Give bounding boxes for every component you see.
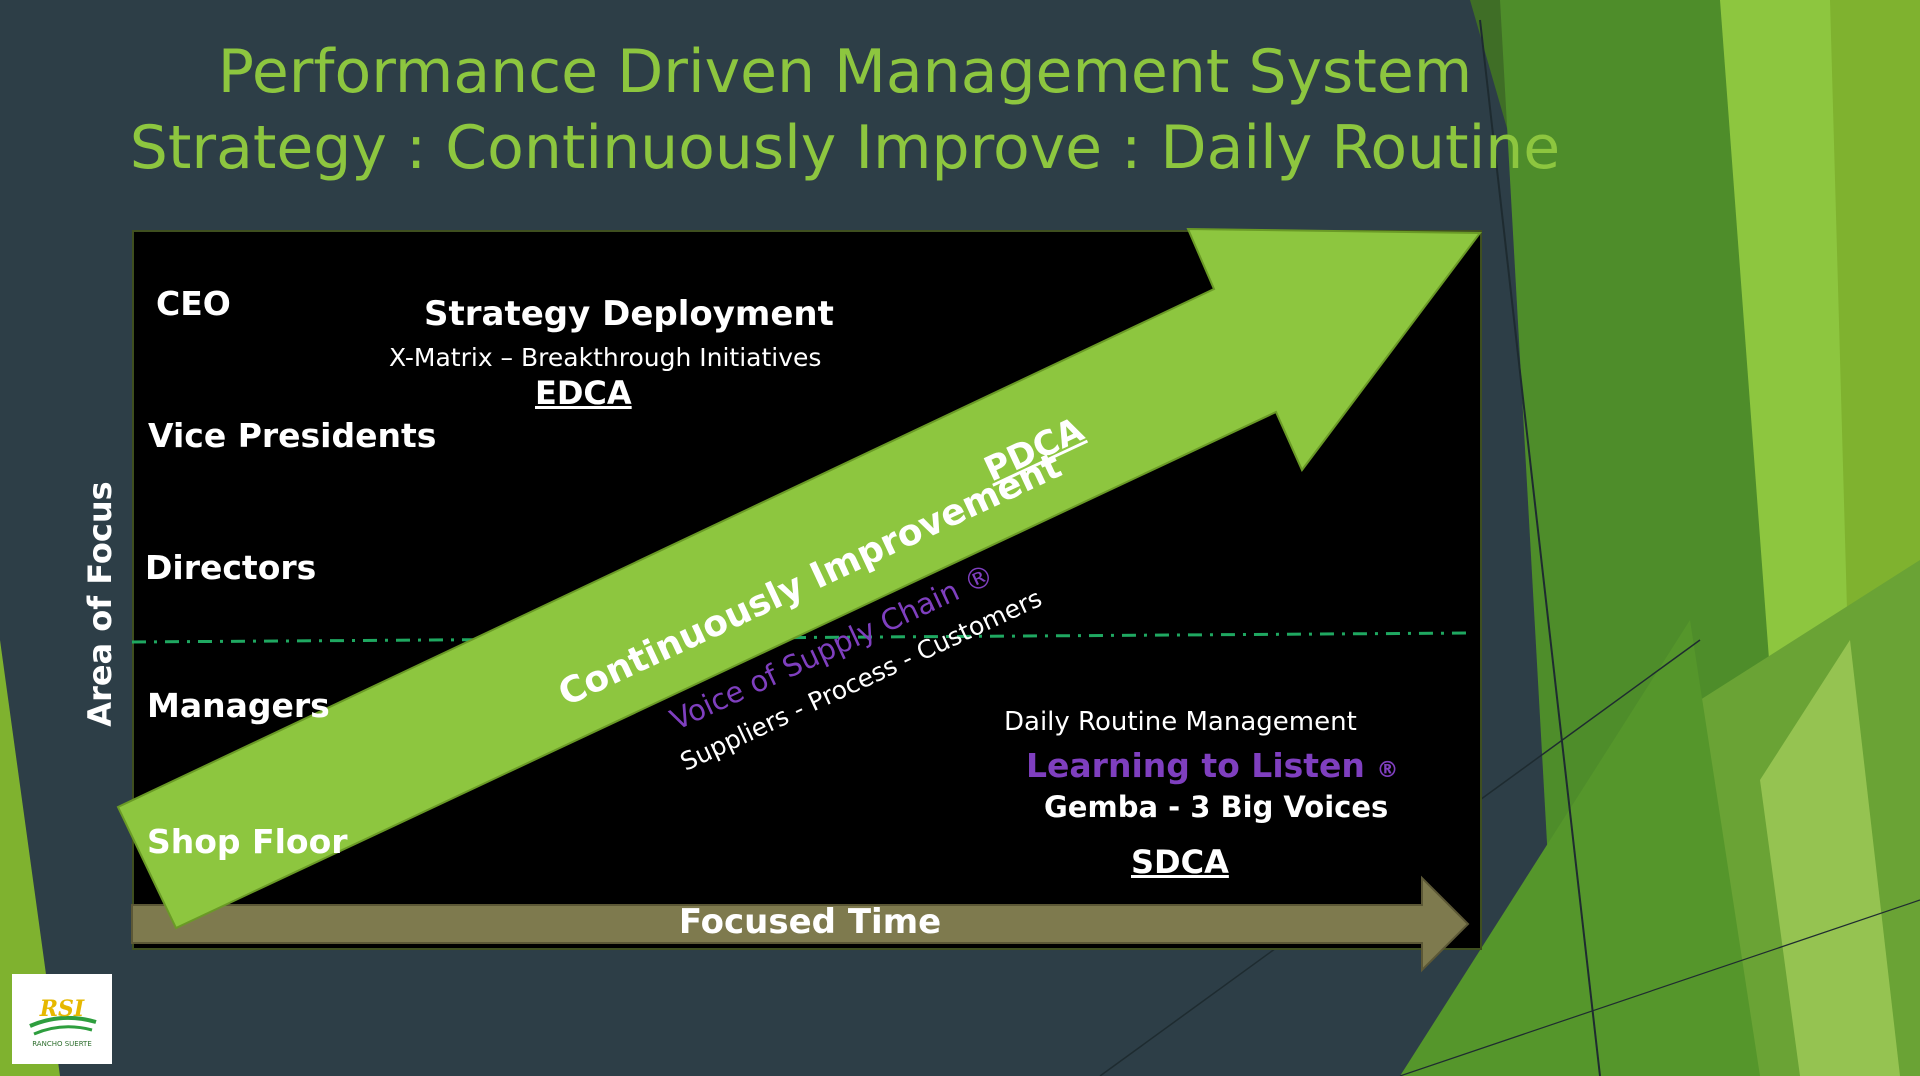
logo-icon: RSI RANCHO SUERTE [29, 996, 97, 1048]
level-managers: Managers [147, 686, 330, 725]
page-title-line-2: Strategy : Continuously Improve : Daily … [129, 113, 1561, 183]
gemba-label: Gemba - 3 Big Voices [1044, 790, 1389, 824]
daily-routine-heading: Daily Routine Management [1004, 707, 1357, 737]
level-ceo: CEO [156, 284, 231, 323]
level-directors: Directors [145, 548, 317, 587]
x-axis-label: Focused Time [678, 902, 942, 942]
sdca-label: SDCA [1131, 843, 1229, 881]
learning-to-listen-text: Learning to Listen [1026, 746, 1365, 785]
continuous-improvement-arrow [116, 227, 1482, 930]
svg-text:RANCHO SUERTE: RANCHO SUERTE [32, 1040, 92, 1048]
registered-mark: ® [1376, 758, 1399, 783]
level-shop-floor: Shop Floor [147, 822, 348, 861]
page-title-line-1: Performance Driven Management System [217, 37, 1473, 107]
company-logo: RSI RANCHO SUERTE [12, 974, 112, 1064]
focused-time-arrow [131, 875, 1470, 973]
strategy-deployment-heading: Strategy Deployment [424, 294, 834, 334]
strategy-subheading: X-Matrix – Breakthrough Initiatives [389, 343, 822, 372]
svg-text:RSI: RSI [39, 996, 85, 1022]
edca-label: EDCA [535, 374, 632, 412]
level-vice-presidents: Vice Presidents [148, 416, 437, 455]
learning-to-listen-label: Learning to Listen ® [1026, 746, 1398, 785]
level-divider-line [131, 631, 1473, 644]
y-axis-label: Area of Focus [81, 481, 119, 727]
